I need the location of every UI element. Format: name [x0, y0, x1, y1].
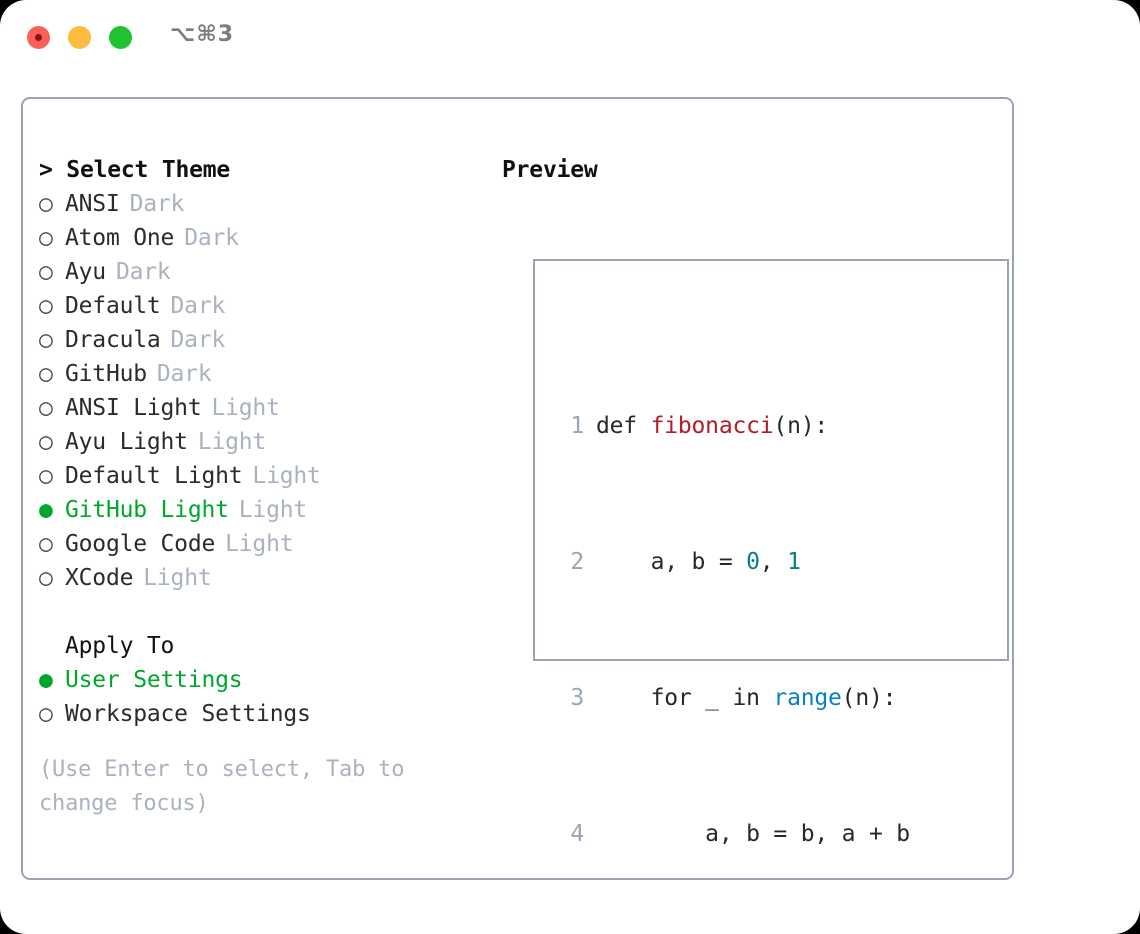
- hint-spacer: [39, 731, 489, 753]
- theme-variant: Light: [225, 531, 294, 557]
- radio-icon: ○: [39, 259, 53, 285]
- theme-option-list: ○ ANSI Dark ○ Atom One Dark ○ Ayu Dark: [39, 187, 489, 595]
- theme-name: Atom One: [65, 225, 175, 251]
- theme-name: Default: [65, 293, 161, 319]
- theme-option-github-light[interactable]: ● GitHub Light Light: [39, 493, 489, 527]
- theme-name: Google Code: [65, 531, 216, 557]
- theme-option-google-code-light[interactable]: ○ Google Code Light: [39, 527, 489, 561]
- code-token-function: fibonacci: [650, 413, 774, 439]
- theme-name: ANSI Light: [65, 395, 202, 421]
- theme-name: Ayu: [65, 259, 106, 285]
- theme-variant: Dark: [170, 293, 226, 319]
- theme-option-default-light[interactable]: ○ Default Light Light: [39, 459, 489, 493]
- radio-icon: ○: [39, 361, 53, 387]
- line-number: 1: [570, 413, 584, 439]
- apply-option-workspace-settings[interactable]: ○ Workspace Settings: [39, 697, 489, 731]
- theme-variant: Light: [197, 429, 267, 455]
- theme-variant: Light: [143, 565, 212, 591]
- theme-name: Default Light: [65, 463, 243, 489]
- theme-option-ansi-light[interactable]: ○ ANSI Light Light: [39, 391, 489, 425]
- keyboard-hint-text: (Use Enter to select, Tab to change focu…: [39, 757, 405, 816]
- line-number: 4: [570, 821, 584, 847]
- theme-name: Ayu Light: [65, 429, 188, 455]
- radio-icon: ○: [39, 463, 53, 489]
- code-token: ,: [759, 549, 788, 575]
- code-token: for _ in: [596, 685, 774, 711]
- code-token: a, b =: [596, 549, 747, 575]
- theme-variant: Dark: [184, 225, 239, 251]
- theme-name: XCode: [65, 565, 134, 591]
- title-bar: ⌥⌘3: [0, 0, 1140, 76]
- select-theme-header: > Select Theme: [39, 157, 231, 183]
- radio-icon: ○: [39, 225, 53, 251]
- theme-variant: Dark: [156, 361, 212, 387]
- minimize-button[interactable]: [68, 26, 91, 49]
- preview-column: Preview 1 def fibonacci (n): 2 a, b =: [502, 153, 1009, 847]
- theme-option-ayu-light[interactable]: ○ Ayu Light Light: [39, 425, 489, 459]
- radio-icon: ○: [39, 565, 53, 591]
- apply-target-name: User Settings: [65, 667, 243, 693]
- theme-option-dracula-dark[interactable]: ○ Dracula Dark: [39, 323, 489, 357]
- code-token: (n):: [841, 685, 897, 711]
- code-line: 3 for _ in range (n):: [554, 681, 937, 715]
- theme-option-ansi-dark[interactable]: ○ ANSI Dark: [39, 187, 489, 221]
- radio-icon: ○: [39, 395, 53, 421]
- keyboard-shortcut-label: ⌥⌘3: [170, 22, 235, 47]
- code-token-number: 0: [746, 549, 760, 575]
- theme-variant: Dark: [170, 327, 226, 353]
- traffic-lights: [27, 26, 132, 49]
- code-token: def: [596, 413, 651, 439]
- theme-option-ayu-dark[interactable]: ○ Ayu Dark: [39, 255, 489, 289]
- theme-selection-column: > Select Theme ○ ANSI Dark ○ Atom One Da…: [39, 153, 489, 821]
- code-preview: 1 def fibonacci (n): 2 a, b = 0 , 1: [554, 307, 937, 934]
- theme-variant: Light: [252, 463, 321, 489]
- radio-icon: ○: [39, 293, 53, 319]
- theme-name: Dracula: [65, 327, 161, 353]
- line-number: 3: [570, 685, 584, 711]
- preview-header: Preview: [502, 157, 598, 183]
- theme-option-default-dark[interactable]: ○ Default Dark: [39, 289, 489, 323]
- theme-variant: Light: [211, 395, 280, 421]
- theme-variant: Light: [238, 497, 308, 523]
- theme-name: GitHub: [65, 361, 147, 387]
- radio-icon: ○: [39, 531, 53, 557]
- theme-name: GitHub Light: [65, 497, 229, 523]
- radio-icon: ○: [39, 701, 53, 727]
- code-line: 2 a, b = 0 , 1: [554, 545, 937, 579]
- theme-name: ANSI: [65, 191, 120, 217]
- zoom-button[interactable]: [109, 26, 132, 49]
- apply-option-user-settings[interactable]: ● User Settings: [39, 663, 489, 697]
- line-number: 2: [570, 549, 584, 575]
- section-spacer: [39, 595, 489, 629]
- theme-variant: Dark: [129, 191, 185, 217]
- preview-box: 1 def fibonacci (n): 2 a, b = 0 , 1: [533, 259, 1009, 847]
- radio-icon: ○: [39, 429, 53, 455]
- code-token: a, b = b, a + b: [596, 821, 910, 847]
- code-token-call: range: [773, 685, 842, 711]
- apply-to-option-list: ● User Settings ○ Workspace Settings: [39, 663, 489, 731]
- code-token-number: 1: [787, 549, 801, 575]
- radio-icon: ○: [39, 191, 53, 217]
- theme-option-xcode-light[interactable]: ○ XCode Light: [39, 561, 489, 595]
- radio-icon: ○: [39, 327, 53, 353]
- code-line: 1 def fibonacci (n):: [554, 409, 937, 443]
- apply-target-name: Workspace Settings: [65, 701, 311, 727]
- theme-option-atom-one-dark[interactable]: ○ Atom One Dark: [39, 221, 489, 255]
- theme-option-github-dark[interactable]: ○ GitHub Dark: [39, 357, 489, 391]
- radio-icon-selected: ●: [39, 497, 53, 523]
- code-line: 4 a, b = b, a + b: [554, 817, 937, 851]
- theme-variant: Dark: [115, 259, 171, 285]
- radio-icon-selected: ●: [39, 667, 53, 693]
- theme-picker-panel: > Select Theme ○ ANSI Dark ○ Atom One Da…: [21, 97, 1014, 880]
- close-button[interactable]: [27, 26, 50, 49]
- code-token: (n):: [773, 413, 829, 439]
- apply-to-header: Apply To: [65, 633, 175, 659]
